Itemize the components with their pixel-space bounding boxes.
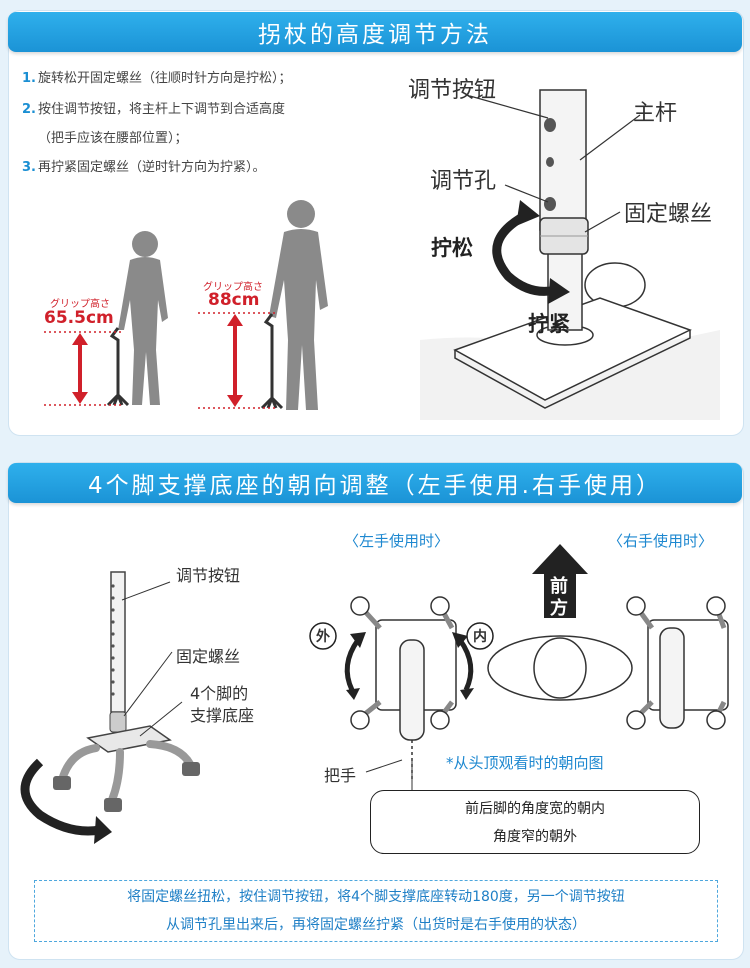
callout-line2: 角度窄的朝外	[493, 829, 577, 845]
label-adjust-hole: 调节孔	[430, 169, 497, 194]
quad-cane-drawing	[20, 571, 200, 844]
tall-person-figure	[269, 200, 328, 410]
person-top-view	[487, 635, 633, 701]
top-view-note: *从头顶观看时的朝向图	[446, 754, 604, 772]
label-fixing-screw: 固定螺丝	[624, 202, 713, 227]
badge-inner: 内	[473, 629, 487, 645]
label-adjust-button-2: 调节按钮	[176, 566, 241, 585]
label-left-hand-use: 〈左手使用时〉	[344, 532, 450, 550]
grip-label-short: グリップ高さ	[50, 299, 110, 310]
height-value-tall: 88cm	[208, 290, 260, 310]
badge-outer: 外	[316, 629, 330, 645]
label-base-line2: 支撑底座	[190, 706, 255, 725]
rotation-arrows	[344, 638, 474, 692]
cane-detail-diagram	[420, 89, 720, 420]
orientation-callout: 前后脚的角度宽的朝内 角度窄的朝外	[370, 790, 700, 854]
callout-line1: 前后脚的角度宽的朝内	[465, 801, 605, 817]
height-arrows	[72, 314, 243, 407]
step-2: 2.按住调节按钮，将主杆上下调节到合适高度	[22, 102, 285, 117]
step-1: 1.旋转松开固定螺丝（往顺时针方向是拧松）；	[22, 71, 292, 86]
tall-cane	[260, 313, 284, 410]
label-front-line1: 前	[550, 576, 568, 597]
note-line1: 将固定螺丝扭松，按住调节按钮，将4个脚支撑底座转动180度，另一个调节按钮	[127, 889, 625, 905]
height-guides	[44, 312, 276, 409]
label-main-pole: 主杆	[633, 101, 678, 126]
label-handle: 把手	[324, 766, 357, 785]
short-person-figure	[118, 231, 168, 405]
section-title-height: 拐杖的高度调节方法	[8, 12, 742, 52]
left-hand-base-top-view	[350, 596, 457, 780]
instruction-note: 将固定螺丝扭松，按住调节按钮，将4个脚支撑底座转动180度，另一个调节按钮 从调…	[34, 880, 718, 942]
label-front-line2: 方	[550, 598, 568, 619]
step-2-note: （把手应该在腰部位置）；	[38, 131, 188, 146]
note-line2: 从调节孔里出来后，再将固定螺丝拧紧（出货时是右手使用的状态）	[166, 917, 586, 933]
section-title-orientation: 4个脚支撑底座的朝向调整（左手使用.右手使用）	[8, 463, 742, 503]
height-value-short: 65.5cm	[44, 308, 114, 328]
label-fixing-screw-2: 固定螺丝	[176, 647, 241, 666]
label-adjust-button: 调节按钮	[408, 78, 497, 103]
label-loosen: 拧松	[431, 236, 473, 260]
step-3: 3.再拧紧固定螺丝（逆时针方向为拧紧）。	[22, 160, 266, 175]
label-base-line1: 4个脚的	[190, 684, 249, 703]
base-orientation-panel	[8, 462, 744, 960]
forward-arrow	[532, 544, 588, 618]
label-right-hand-use: 〈右手使用时〉	[608, 532, 714, 550]
label-tighten: 拧紧	[528, 312, 570, 336]
right-hand-base-top-view	[626, 596, 729, 730]
grip-label-tall: グリップ高さ	[203, 282, 263, 293]
